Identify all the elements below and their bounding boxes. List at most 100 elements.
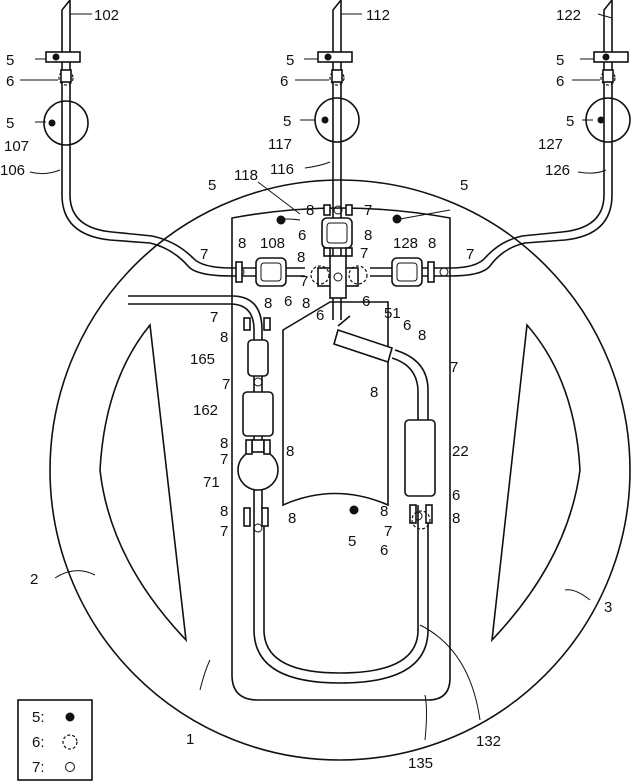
- label-7: 7: [300, 273, 308, 290]
- label-8: 8: [302, 295, 310, 312]
- label-8: 8: [428, 235, 436, 252]
- label-135: 135: [408, 755, 433, 772]
- label-7: 7: [222, 376, 230, 393]
- label-126: 126: [545, 162, 570, 179]
- label-6: 6: [362, 293, 370, 310]
- dot-5: [53, 54, 60, 61]
- dot-5: [325, 54, 332, 61]
- label-8: 8: [370, 384, 378, 401]
- label-5: 5: [460, 177, 468, 194]
- label-118: 118: [234, 167, 258, 184]
- label-51: 51: [384, 305, 401, 322]
- label-7: 7: [220, 523, 228, 540]
- manifold-v: [330, 256, 346, 298]
- label-5: 5: [556, 52, 564, 69]
- left-cutout: [100, 325, 186, 640]
- label-22: 22: [452, 443, 469, 460]
- legend-box: [18, 700, 92, 780]
- label-116: 116: [270, 161, 294, 178]
- label-102: 102: [94, 7, 119, 24]
- connector: [252, 440, 264, 452]
- label-7: 7: [384, 523, 392, 540]
- label-8: 8: [264, 295, 272, 312]
- label-127: 127: [538, 136, 563, 153]
- legend-5: 5:: [32, 709, 45, 726]
- label-122: 122: [556, 7, 581, 24]
- clamp-112: [318, 52, 352, 62]
- label-8: 8: [220, 329, 228, 346]
- label-8: 8: [380, 503, 388, 520]
- label-107: 107: [4, 138, 29, 155]
- label-7: 7: [210, 309, 218, 326]
- label-6: 6: [403, 317, 411, 334]
- label-8: 8: [297, 249, 305, 266]
- label-71: 71: [203, 474, 220, 491]
- dot-5: [603, 54, 610, 61]
- needle-112: [333, 0, 341, 55]
- component-165: [248, 340, 268, 376]
- label-8: 8: [220, 503, 228, 520]
- label-132: 132: [476, 733, 501, 750]
- label-7: 7: [450, 359, 458, 376]
- connector: [61, 70, 71, 82]
- label-2: 2: [30, 571, 38, 588]
- label-7: 7: [466, 246, 474, 263]
- connector: [332, 70, 342, 82]
- dot-5: [49, 120, 56, 127]
- label-5: 5: [6, 115, 14, 132]
- clamp-102: [46, 52, 80, 62]
- label-7: 7: [220, 451, 228, 468]
- label-7: 7: [364, 202, 372, 219]
- connector: [603, 70, 613, 82]
- legend-dot-icon: [66, 713, 75, 722]
- label-5: 5: [283, 113, 291, 130]
- label-8: 8: [364, 227, 372, 244]
- label-8: 8: [288, 510, 296, 527]
- label-5: 5: [286, 52, 294, 69]
- label-6: 6: [6, 73, 14, 90]
- legend-6: 6:: [32, 734, 45, 751]
- label-6: 6: [316, 307, 324, 324]
- dot-5: [598, 117, 605, 124]
- label-5: 5: [208, 177, 216, 194]
- label-165: 165: [190, 351, 215, 368]
- legend-ring-icon: [66, 763, 75, 772]
- right-cutout: [492, 325, 580, 640]
- label-1: 1: [186, 731, 194, 748]
- label-6: 6: [380, 542, 388, 559]
- label-5: 5: [348, 533, 356, 550]
- clamp-122: [594, 52, 628, 62]
- label-8: 8: [238, 235, 246, 252]
- label-162: 162: [193, 402, 218, 419]
- label-8: 8: [306, 202, 314, 219]
- label-128: 128: [393, 235, 418, 252]
- component-71: [238, 450, 278, 490]
- label-6: 6: [284, 293, 292, 310]
- label-117: 117: [268, 136, 292, 153]
- label-6: 6: [298, 227, 306, 244]
- legend-7: 7:: [32, 759, 45, 776]
- dot-5: [350, 506, 359, 515]
- label-8: 8: [220, 435, 228, 452]
- label-8: 8: [286, 443, 294, 460]
- label-106: 106: [0, 162, 25, 179]
- label-7: 7: [360, 245, 368, 262]
- label-6: 6: [280, 73, 288, 90]
- dot-5: [322, 117, 329, 124]
- label-6: 6: [452, 487, 460, 504]
- label-8: 8: [418, 327, 426, 344]
- label-5: 5: [566, 113, 574, 130]
- legend-dashed-ring-icon: [63, 735, 77, 749]
- label-3: 3: [604, 599, 612, 616]
- component-22: [405, 420, 435, 496]
- label-108: 108: [260, 235, 285, 252]
- label-5: 5: [6, 52, 14, 69]
- label-6: 6: [556, 73, 564, 90]
- needle-122: [604, 0, 612, 55]
- label-112: 112: [366, 7, 390, 24]
- needle-102: [62, 0, 70, 60]
- label-7: 7: [200, 246, 208, 263]
- label-8: 8: [452, 510, 460, 527]
